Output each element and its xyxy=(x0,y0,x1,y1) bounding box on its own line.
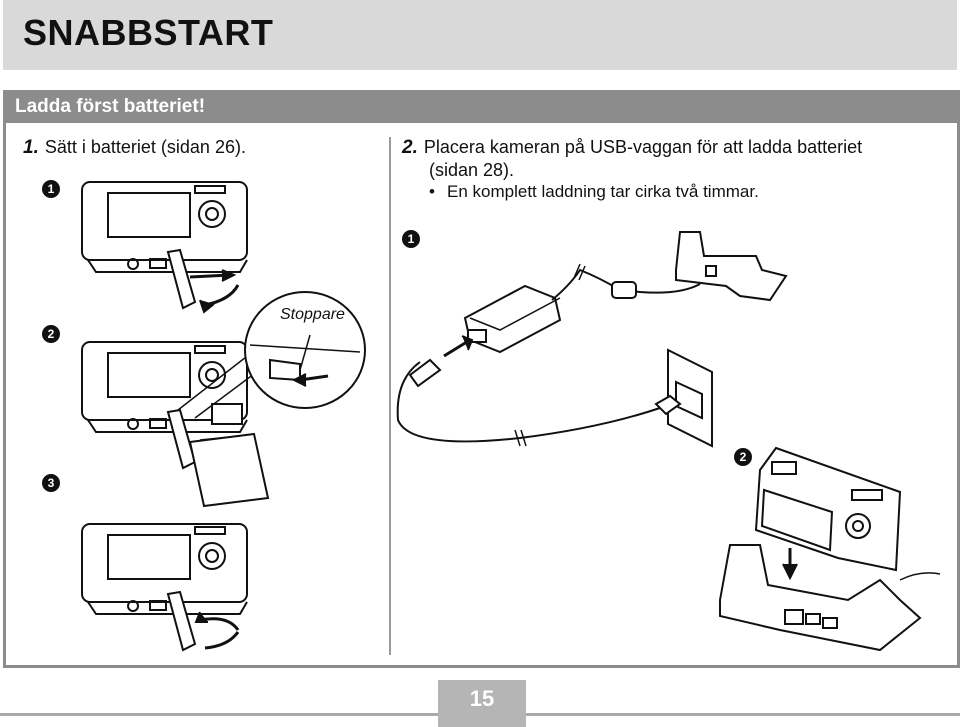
ac-adapter-icon xyxy=(463,284,562,354)
step-2-text-line1: Placera kameran på USB-vaggan för att la… xyxy=(423,137,863,157)
step-2-text-line2: (sidan 28). xyxy=(429,160,515,180)
bullet-icon: • xyxy=(429,182,435,201)
step-2-number: 2. xyxy=(402,137,418,158)
section-header: Ladda först batteriet! xyxy=(6,93,957,123)
page-title: SNABBSTART xyxy=(23,12,274,53)
title-bar: SNABBSTART xyxy=(3,0,957,70)
camera-icon xyxy=(81,181,248,310)
marker-1-right: 1 xyxy=(402,230,420,248)
page-number-tab: 15 xyxy=(438,680,526,727)
page-number: 15 xyxy=(469,686,495,711)
marker-2-left: 2 xyxy=(42,325,60,343)
camera-icon xyxy=(81,341,248,470)
usb-cradle-icon xyxy=(675,231,788,302)
battery-icon xyxy=(188,432,270,508)
column-divider xyxy=(389,137,391,655)
wall-outlet-icon xyxy=(667,348,713,448)
stopper-label: Stoppare xyxy=(280,306,345,323)
step-1-text: Sätt i batteriet (sidan 26). xyxy=(44,137,246,157)
step-2-bullet: • En komplett laddning tar cirka två timm… xyxy=(429,182,759,202)
marker-1-left: 1 xyxy=(42,180,60,198)
camera-icon xyxy=(81,523,248,652)
step-1: 1.Sätt i batteriet (sidan 26). xyxy=(23,137,246,159)
section-heading: Ladda först batteriet! xyxy=(15,96,206,117)
marker-3-left: 3 xyxy=(42,474,60,492)
camera-icon xyxy=(754,446,902,572)
step-1-number: 1. xyxy=(23,137,39,158)
step-2-bullet-text: En komplett laddning tar cirka två timma… xyxy=(447,182,759,201)
step-2: 2.Placera kameran på USB-vaggan för att … xyxy=(402,137,862,159)
usb-cradle-icon xyxy=(719,544,922,652)
marker-2-right: 2 xyxy=(734,448,752,466)
